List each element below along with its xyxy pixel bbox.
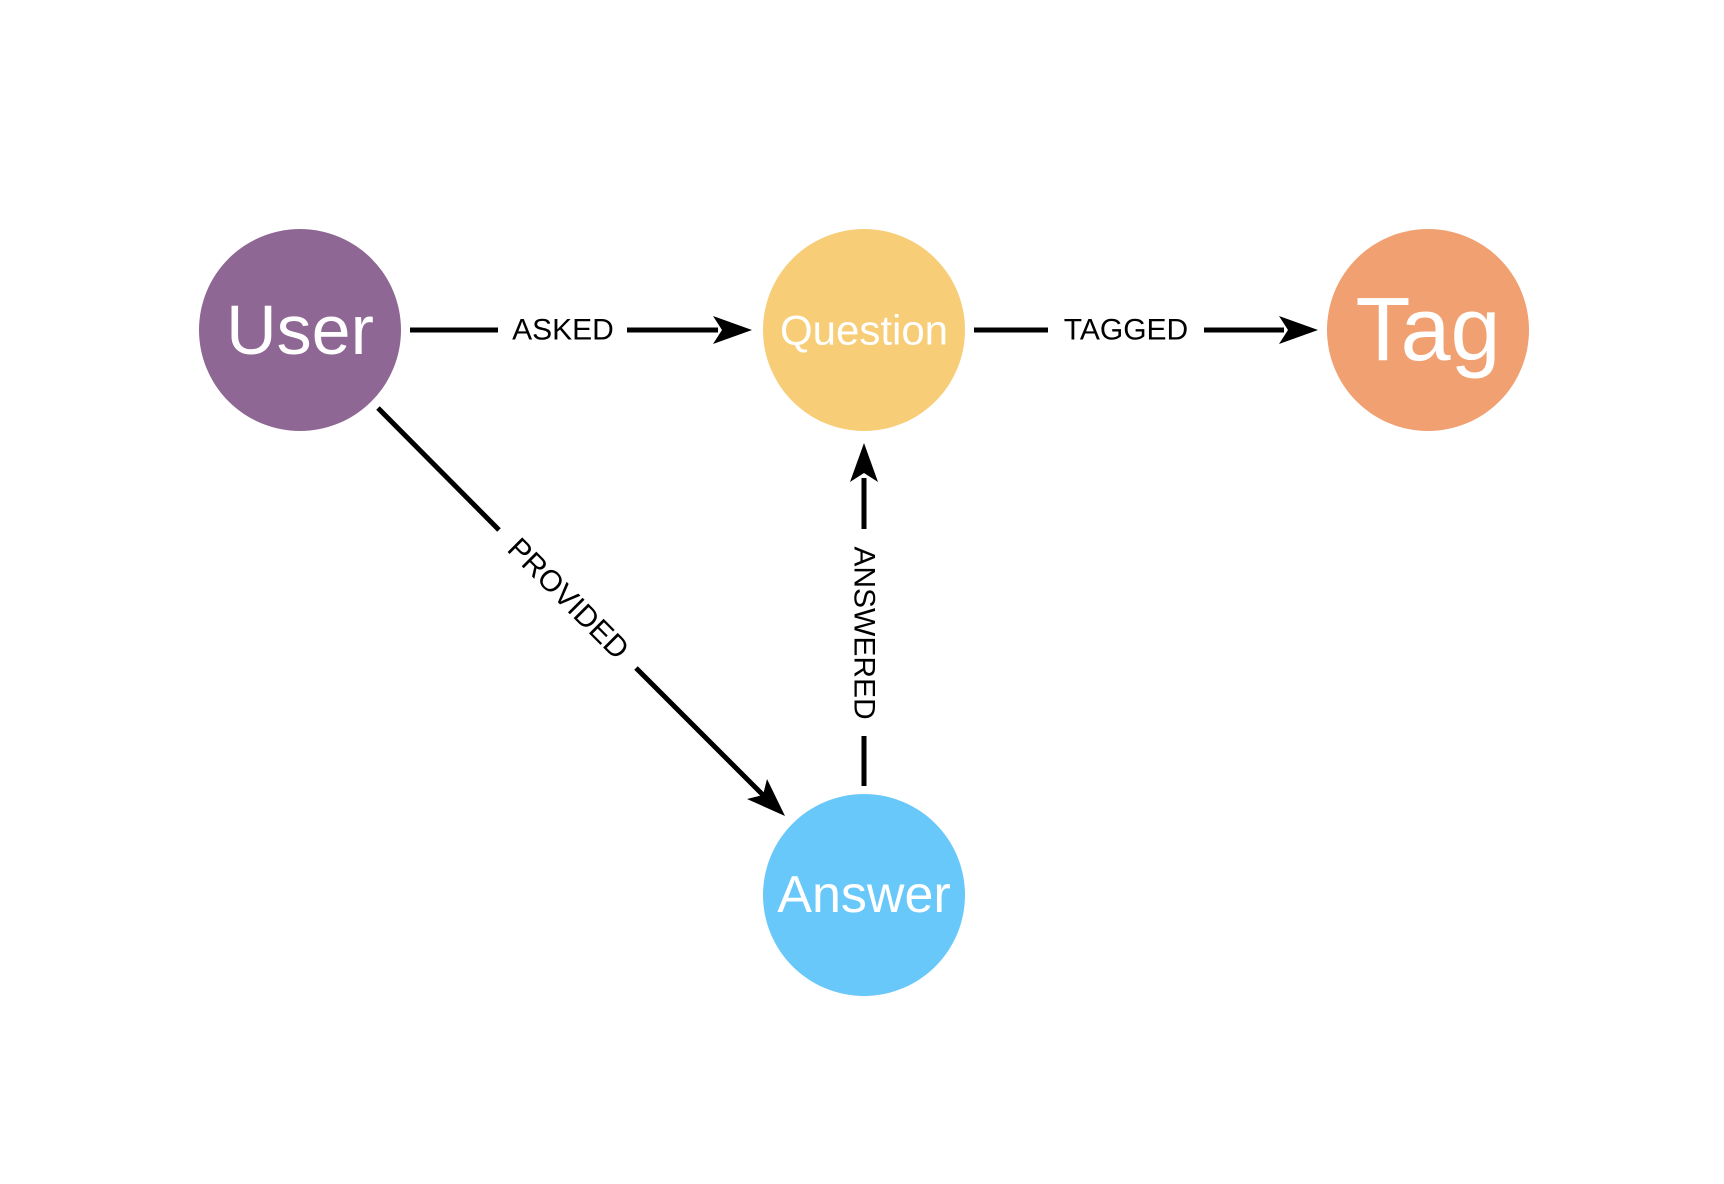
node-user[interactable]: User	[199, 229, 401, 431]
edge-answered-label: ANSWERED	[848, 546, 881, 719]
node-tag[interactable]: Tag	[1327, 229, 1529, 431]
edge-tagged-label: TAGGED	[1064, 314, 1188, 347]
edge-provided-line-start	[376, 406, 501, 532]
node-user-label: User	[226, 291, 374, 369]
node-user-circle	[199, 229, 401, 431]
edge-provided-line-end	[634, 666, 765, 797]
node-question-label: Question	[780, 307, 948, 354]
edge-provided-arrowhead	[747, 779, 785, 816]
edge-tagged: TAGGED	[974, 314, 1318, 347]
node-answer[interactable]: Answer	[763, 794, 965, 996]
edge-answered: ANSWERED	[848, 443, 881, 786]
edge-asked-arrowhead	[713, 316, 752, 344]
node-tag-label: Tag	[1355, 280, 1500, 380]
node-answer-label: Answer	[777, 866, 950, 924]
edge-answered-arrowhead	[850, 443, 878, 482]
node-answer-circle	[763, 794, 965, 996]
edge-tagged-arrowhead	[1279, 316, 1318, 344]
node-question-circle	[763, 229, 965, 431]
edge-asked: ASKED	[410, 314, 752, 347]
node-tag-circle	[1327, 229, 1529, 431]
edge-asked-label: ASKED	[512, 314, 614, 347]
node-question[interactable]: Question	[763, 229, 965, 431]
